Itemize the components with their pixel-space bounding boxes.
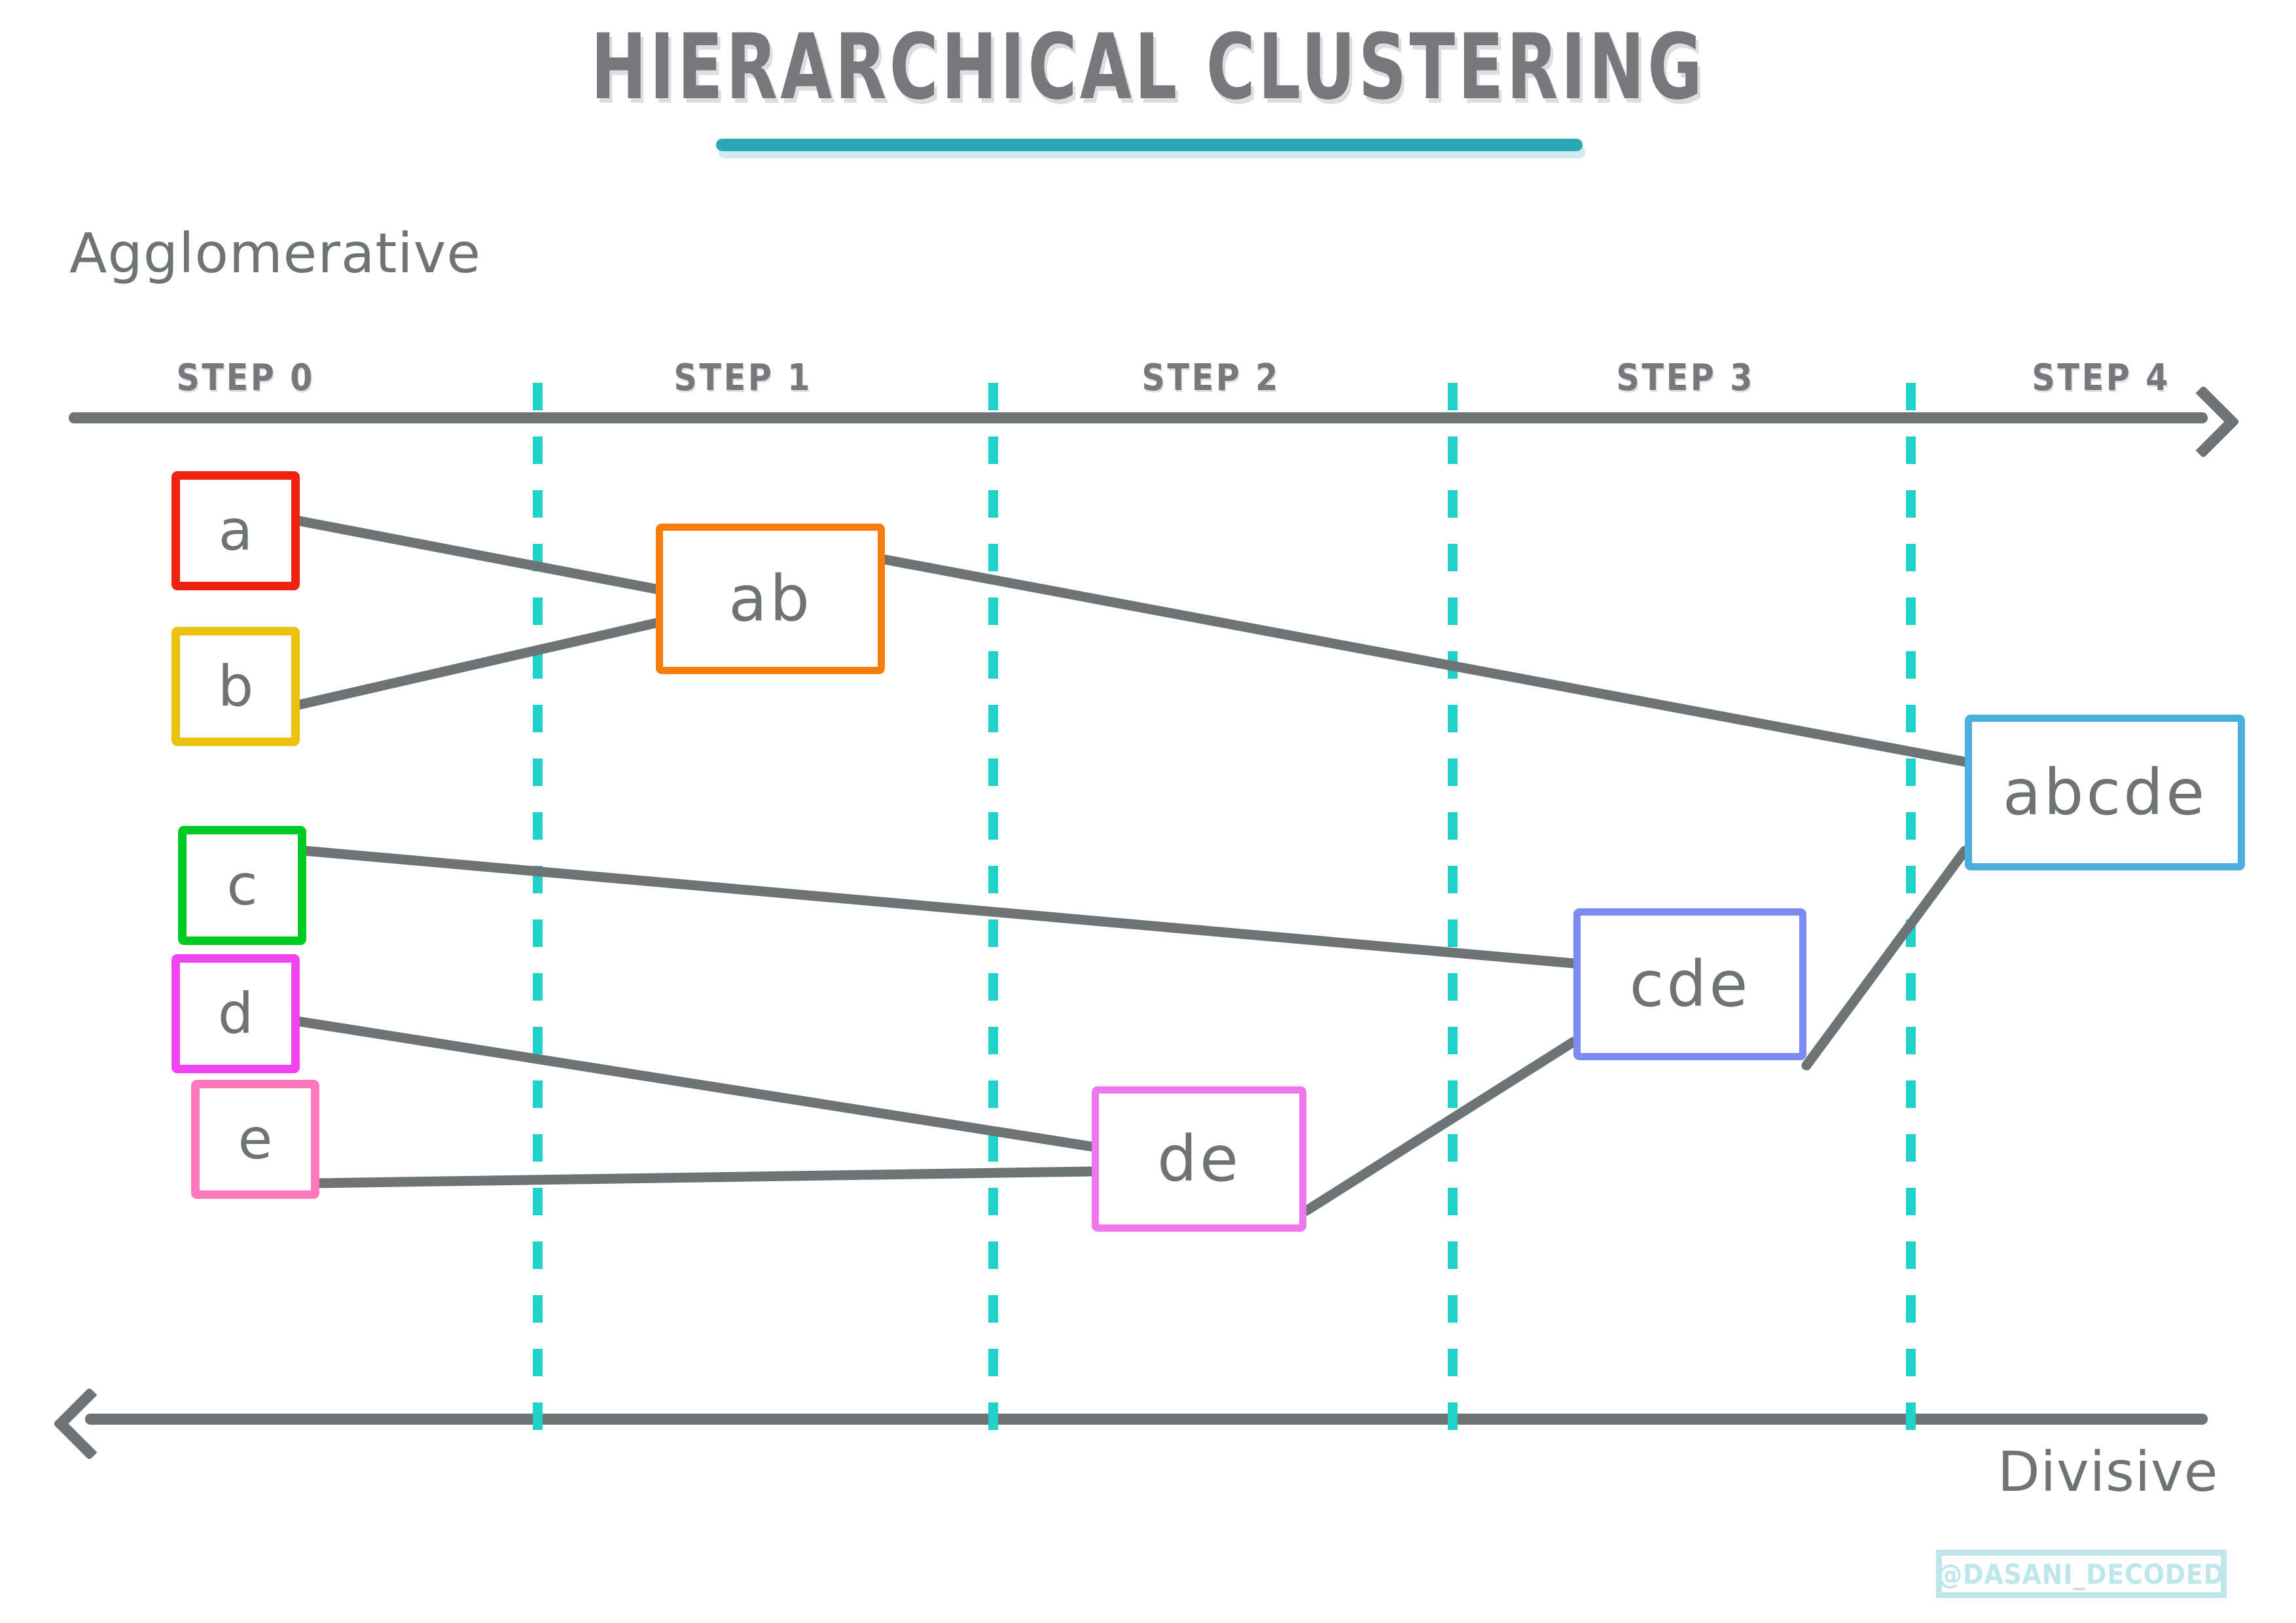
cluster-box-d[interactable]: d (171, 954, 300, 1073)
edge-a-to-ab (291, 515, 661, 594)
step-label-3: STEP 3 (1616, 357, 1755, 399)
cluster-box-ab[interactable]: ab (656, 524, 885, 674)
edge-c-to-cde (300, 846, 1579, 969)
page-title: HIERARCHICAL CLUSTERING (590, 14, 1706, 120)
cluster-box-cde[interactable]: cde (1573, 908, 1806, 1060)
cluster-box-a[interactable]: a (171, 471, 300, 590)
cluster-label-a: a (218, 498, 253, 563)
cluster-box-abcde[interactable]: abcde (1965, 715, 2245, 870)
cluster-box-c[interactable]: c (178, 826, 306, 945)
watermark: @DASANI_DECODED (1936, 1550, 2227, 1598)
cluster-label-c: c (226, 853, 258, 918)
cluster-label-e: e (238, 1107, 273, 1172)
step-divider-3 (1906, 383, 1916, 1450)
cluster-label-abcde: abcde (2002, 756, 2208, 829)
cluster-label-cde: cde (1629, 948, 1751, 1021)
step-label-1: STEP 1 (673, 357, 812, 399)
step-divider-0 (533, 383, 543, 1450)
agglomerative-label: Agglomerative (69, 221, 482, 285)
edge-ab-to-abcde (880, 554, 1970, 767)
step-label-2: STEP 2 (1141, 357, 1280, 399)
watermark-text: @DASANI_DECODED (1937, 1558, 2225, 1590)
edge-b-to-ab (291, 618, 661, 711)
step-divider-2 (1448, 383, 1458, 1450)
edge-e-to-de (310, 1166, 1097, 1188)
cluster-label-ab: ab (728, 562, 812, 635)
edge-d-to-cde_de (291, 1016, 1097, 1152)
timeline-top-axis (69, 412, 2208, 423)
cluster-label-d: d (217, 981, 254, 1046)
title-underline (716, 139, 1583, 151)
cluster-label-de: de (1157, 1122, 1241, 1196)
cluster-box-e[interactable]: e (191, 1080, 319, 1199)
step-label-0: STEP 0 (176, 357, 315, 399)
step-divider-1 (988, 383, 998, 1450)
divisive-label: Divisive (1998, 1440, 2219, 1504)
cluster-label-b: b (217, 654, 254, 719)
edge-cde-to-abcde (1801, 846, 1970, 1071)
step-label-4: STEP 4 (2032, 357, 2170, 399)
timeline-left-arrow-icon (52, 1387, 126, 1461)
cluster-box-b[interactable]: b (171, 627, 300, 746)
timeline-bottom-axis (85, 1414, 2208, 1425)
cluster-box-de[interactable]: de (1092, 1086, 1306, 1232)
timeline-right-arrow-icon (2166, 385, 2240, 459)
edge-de-to-cde (1301, 1037, 1579, 1216)
